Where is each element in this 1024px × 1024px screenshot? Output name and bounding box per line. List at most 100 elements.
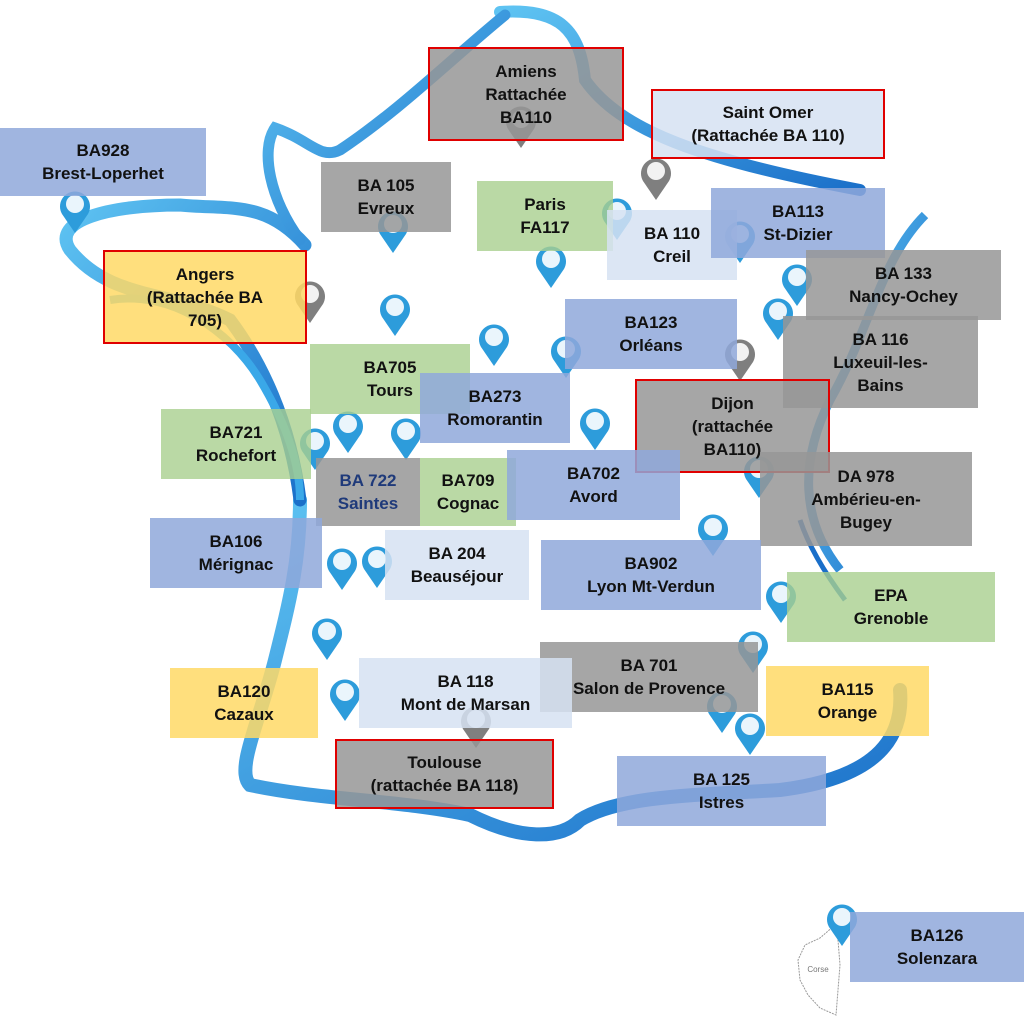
base-label-line: Bains: [857, 375, 904, 395]
map-pin-icon[interactable]: [696, 511, 730, 557]
map-pin-icon[interactable]: [578, 405, 612, 451]
map-pin-icon[interactable]: [761, 295, 795, 341]
base-label-line: Nancy-Ochey: [849, 287, 958, 306]
base-label-line: Romorantin: [447, 410, 543, 429]
map-pin-icon[interactable]: [360, 543, 394, 589]
map-pin-icon[interactable]: [325, 545, 359, 591]
base-label-line: BA120: [217, 682, 271, 701]
base-label-line: (Rattachée BA: [146, 287, 264, 307]
base-label-line: Paris: [524, 195, 566, 214]
base-label-box: Saint Omer (Rattachée BA 110): [651, 89, 885, 159]
base-label-line: BA 118: [437, 672, 494, 691]
base-label-line: St-Dizier: [763, 225, 833, 244]
base-label-line: BA 204: [428, 544, 486, 563]
base-label-line: Toulouse: [407, 753, 482, 772]
base-label-line: Salon de Provence: [572, 679, 726, 698]
map-pin-icon[interactable]: [331, 408, 365, 454]
base-label-box: Toulouse(rattachée BA 118): [335, 739, 554, 809]
base-label-line: Saint Omer: [722, 103, 814, 122]
base-label-line: Creil: [653, 247, 691, 266]
map-pin-icon[interactable]: [58, 188, 92, 234]
base-label-line: BA709: [441, 471, 495, 490]
base-label-line: Brest-Loperhet: [42, 164, 164, 183]
base-label-line: BA 722: [339, 471, 397, 490]
map-pin-icon[interactable]: [825, 901, 859, 947]
base-label-line: Grenoble: [853, 609, 929, 628]
base-label-line: Amiens: [495, 61, 557, 81]
base-label-line: 705): [187, 310, 223, 330]
map-pin-icon[interactable]: [378, 291, 412, 337]
base-label-line: BA 110: [643, 224, 701, 243]
map-pin-icon[interactable]: [534, 243, 568, 289]
map-pin-icon[interactable]: [733, 710, 767, 756]
base-label-line: BA110: [500, 107, 552, 127]
base-label-line: BA106: [209, 532, 263, 551]
base-label-line: Evreux: [357, 199, 415, 218]
base-label-line: Bugey: [840, 512, 892, 532]
base-label-line: Saintes: [337, 494, 399, 513]
base-label-line: DA 978: [837, 466, 895, 486]
base-label-line: Lyon Mt-Verdun: [587, 577, 715, 596]
base-label-line: Tours: [367, 381, 413, 400]
corse-label: Corse: [807, 965, 829, 974]
base-label-line: BA 133: [874, 264, 932, 283]
base-label-line: Solenzara: [896, 949, 978, 968]
base-label-line: Dijon: [711, 393, 754, 413]
corse-island-outline: Corse: [797, 924, 841, 1016]
base-label-line: Mont de Marsan: [400, 695, 531, 714]
base-label-line: BA126: [910, 926, 964, 945]
map-pin-icon[interactable]: [477, 321, 511, 367]
base-label-line: BA 105: [357, 176, 415, 195]
base-label-line: Cognac: [436, 494, 500, 513]
outline-west: [59, 198, 312, 507]
base-label-line: FA117: [520, 218, 570, 237]
base-label-line: Beauséjour: [410, 567, 504, 586]
base-label-line: (Rattachée BA 110): [691, 126, 845, 145]
base-label-line: EPA: [874, 586, 908, 605]
base-label-line: BA115: [821, 680, 874, 699]
base-label-line: Mérignac: [198, 555, 274, 574]
base-label-line: (rattachée: [691, 416, 774, 436]
base-label-line: BA 116: [852, 329, 909, 349]
base-label-line: BA110): [703, 439, 762, 459]
map-pin-icon[interactable]: [780, 261, 814, 307]
base-label-line: BA113: [772, 202, 824, 221]
map-pin-icon[interactable]: [310, 615, 344, 661]
base-label-line: BA273: [468, 387, 522, 406]
base-label-box: EPA Grenoble: [787, 572, 995, 642]
map-pin-icon[interactable]: [328, 676, 362, 722]
base-label-line: BA 125: [692, 770, 750, 789]
base-label-line: BA 701: [620, 656, 678, 675]
map-pin-icon[interactable]: [389, 415, 423, 461]
base-label-line: Avord: [569, 487, 618, 506]
base-label-line: BA721: [209, 423, 263, 442]
base-label-line: Ambérieu-en-: [811, 489, 921, 509]
base-label-line: BA902: [624, 554, 678, 573]
base-label-line: Rochefort: [195, 446, 277, 465]
map-pin-attached-icon[interactable]: [639, 155, 673, 201]
base-label-line: Rattachée: [485, 84, 567, 104]
base-label-line: Cazaux: [214, 705, 274, 724]
